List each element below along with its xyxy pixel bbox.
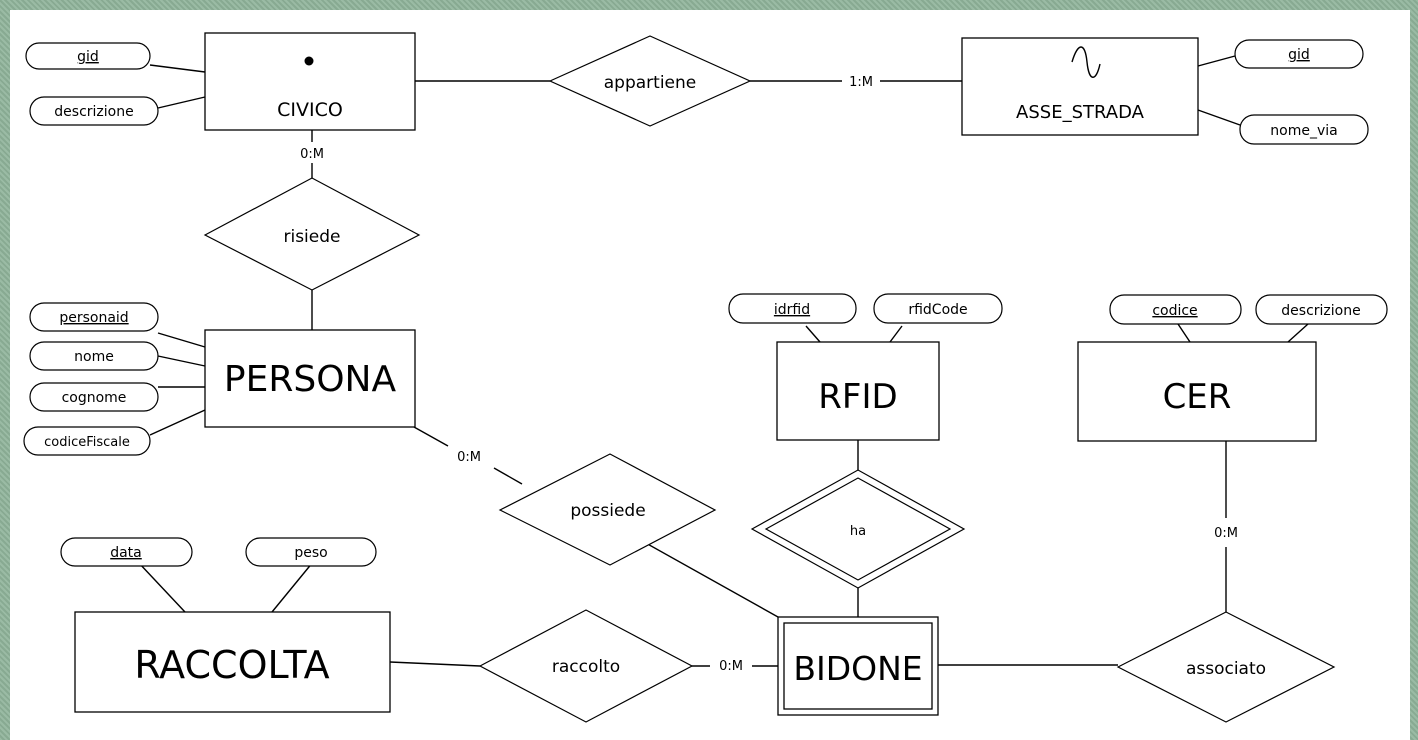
attribute-civico-descrizione: descrizione [29, 96, 159, 126]
entity-bidone: BIDONE [777, 616, 939, 716]
entity-raccolta: RACCOLTA [74, 611, 391, 713]
svg-text:data: data [110, 545, 142, 561]
svg-text:codiceFiscale: codiceFiscale [44, 435, 130, 450]
cardinality-appartiene-asse: 1:M [849, 75, 873, 90]
line-raccolta-data [137, 561, 186, 613]
attribute-rfid-idrfid: idrfid [728, 293, 857, 324]
line-civico-gid [149, 64, 206, 73]
attribute-rfid-rfidcode: rfidCode [873, 293, 1003, 324]
svg-text:peso: peso [294, 545, 327, 561]
line-cer-codice [1177, 323, 1191, 343]
cardinality-persona-possiede: 0:M [457, 450, 481, 465]
attribute-persona-personaid: personaid [29, 302, 159, 332]
cardinality-civico-risiede: 0:M [300, 147, 324, 162]
attribute-raccolta-peso: peso [245, 537, 377, 567]
relationship-label: appartiene [604, 73, 697, 93]
entity-asse-strada: ASSE_STRADA [961, 37, 1199, 136]
cardinality-cer-associato: 0:M [1214, 526, 1238, 541]
svg-text:gid: gid [77, 49, 99, 65]
svg-text:idrfid: idrfid [774, 302, 810, 318]
line-possiede-bidone [634, 536, 779, 618]
attribute-persona-cognome: cognome [29, 382, 159, 412]
entity-rfid: RFID [776, 341, 940, 441]
relationship-label: possiede [570, 501, 645, 521]
entity-label: BIDONE [793, 649, 922, 688]
line-raccolta-raccolto [389, 661, 481, 667]
line-persona-personaid [157, 332, 206, 348]
line-raccolta-peso [271, 561, 314, 613]
line-persona-nome [157, 355, 206, 367]
attribute-cer-codice: codice [1109, 294, 1242, 325]
cardinality-raccolto-bidone: 0:M [719, 659, 743, 674]
entity-label: CIVICO [277, 99, 343, 121]
attribute-cer-descrizione: descrizione [1255, 294, 1388, 325]
attribute-civico-gid: gid [25, 42, 151, 70]
entity-civico: CIVICO [204, 32, 416, 131]
relationship-associato: associato [1116, 611, 1336, 723]
connectors [137, 55, 1309, 667]
line-asse-nome-via [1197, 109, 1241, 126]
entity-label: RACCOLTA [134, 643, 329, 687]
line-cer-descrizione [1287, 323, 1309, 343]
relationship-ha: ha [750, 469, 966, 589]
svg-text:cognome: cognome [62, 390, 127, 406]
line-geometry-icon [1071, 46, 1101, 78]
entity-persona: PERSONA [204, 329, 416, 428]
er-diagram-canvas: CIVICO ASSE_STRADA PERSONA RFID CER RACC… [10, 10, 1410, 740]
relationship-label: raccolto [552, 657, 620, 677]
attribute-asse-nome-via: nome_via [1239, 114, 1369, 145]
relationship-raccolto: raccolto [478, 609, 694, 723]
line-persona-card [413, 426, 449, 447]
svg-text:descrizione: descrizione [1281, 303, 1360, 319]
line-rfid-idrfid [805, 325, 821, 343]
line-rfid-rfidcode [889, 325, 903, 343]
entity-label: CER [1163, 377, 1232, 417]
svg-text:rfidCode: rfidCode [908, 302, 967, 318]
line-persona-codicefiscale [149, 409, 206, 436]
relationship-appartiene: appartiene [548, 35, 752, 127]
line-civico-descrizione [157, 96, 206, 109]
svg-text:gid: gid [1288, 47, 1310, 63]
relationship-possiede: possiede [498, 453, 717, 566]
svg-text:codice: codice [1152, 303, 1197, 319]
entity-cer: CER [1077, 341, 1317, 442]
svg-text:descrizione: descrizione [54, 104, 133, 120]
attribute-persona-codicefiscale: codiceFiscale [23, 426, 151, 456]
relationship-risiede: risiede [203, 177, 421, 291]
line-asse-gid [1197, 55, 1236, 67]
attribute-persona-nome: nome [29, 341, 159, 371]
relationship-label: risiede [283, 227, 340, 247]
entity-label: RFID [818, 377, 897, 417]
svg-text:personaid: personaid [59, 310, 128, 326]
svg-text:nome_via: nome_via [1270, 123, 1337, 139]
entity-label: PERSONA [224, 359, 397, 400]
relationship-label: associato [1186, 659, 1266, 679]
attribute-asse-gid: gid [1234, 39, 1364, 69]
svg-text:nome: nome [74, 349, 114, 365]
relationship-label: ha [850, 524, 866, 539]
attribute-raccolta-data: data [60, 537, 193, 567]
er-diagram: CIVICO ASSE_STRADA PERSONA RFID CER RACC… [23, 32, 1388, 723]
line-card-possiede [493, 467, 523, 485]
entity-label: ASSE_STRADA [1016, 102, 1145, 123]
point-geometry-icon [304, 56, 314, 66]
